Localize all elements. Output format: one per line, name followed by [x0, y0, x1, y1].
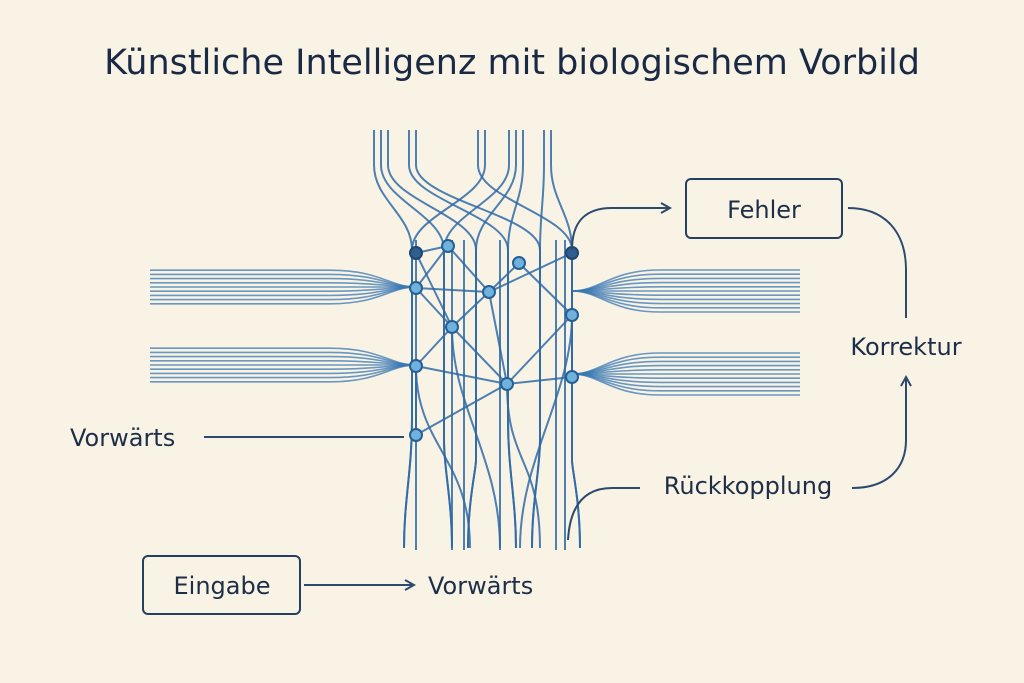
- fehler-label: Fehler: [727, 196, 801, 224]
- neuron-node: [409, 428, 423, 442]
- lattice-connection: [415, 365, 508, 385]
- korrektur-label: Korrektur: [850, 333, 961, 361]
- lattice-connection: [506, 376, 573, 385]
- neuron-node: [441, 239, 455, 253]
- neural-network-bundle: [150, 130, 800, 550]
- lattice-connection: [506, 383, 541, 549]
- neuron-node: [409, 281, 423, 295]
- lattice-connection: [451, 326, 508, 385]
- lattice-connection: [488, 291, 508, 385]
- vorwaerts-left-label: Vorwärts: [70, 424, 175, 452]
- vertical-fiber: [507, 130, 524, 549]
- crossing-connections: [415, 245, 573, 549]
- lattice-connection: [415, 252, 453, 328]
- vertical-fiber: [415, 130, 541, 549]
- vorwaerts-bottom-label: Vorwärts: [428, 572, 533, 600]
- horizontal-fiber-right: [571, 373, 800, 396]
- fehler-group: Fehler: [571, 178, 843, 251]
- lattice-connection: [447, 245, 490, 293]
- neuron-node: [482, 285, 496, 299]
- lattice-connection: [415, 383, 508, 436]
- lattice-connection: [519, 314, 573, 549]
- neuron-node: [409, 359, 423, 373]
- lattice-connection: [488, 252, 573, 293]
- horizontal-fiber-left: [150, 286, 417, 305]
- neuron-node: [565, 308, 579, 322]
- rueckkopplung-connector: [567, 487, 640, 541]
- lattice-connection: [506, 314, 573, 385]
- fehler-korrektur-connector: [847, 207, 907, 318]
- lattice-connection: [451, 326, 501, 549]
- rueckkopplung-label: Rückkopplung: [664, 472, 832, 500]
- neuron-node: [500, 377, 514, 391]
- eingabe-box: [142, 555, 301, 615]
- horizontal-fibers: [150, 269, 800, 396]
- neuron-nodes: [409, 239, 579, 442]
- lattice-connection: [415, 365, 471, 549]
- neuron-node: [409, 246, 423, 260]
- eingabe-label: Eingabe: [174, 572, 271, 600]
- neuron-node: [565, 370, 579, 384]
- vertical-fiber: [467, 130, 517, 549]
- horizontal-fiber-right: [571, 290, 800, 313]
- lattice-connection: [415, 287, 490, 293]
- lattice-connection: [518, 262, 573, 316]
- arrow-to-fehler: [571, 208, 670, 251]
- diagram-title: Künstliche Intelligenz mit biologischem …: [104, 43, 920, 83]
- neuron-node: [512, 256, 526, 270]
- eingabe-group: Eingabe: [142, 555, 414, 615]
- horizontal-fiber-left: [150, 364, 417, 383]
- arrow-to-korrektur: [851, 377, 906, 489]
- vertical-fiber: [531, 130, 545, 549]
- lattice-connection: [415, 287, 453, 328]
- neuron-node: [445, 320, 459, 334]
- lattice-connection: [451, 291, 490, 328]
- lattice-connection: [415, 326, 453, 367]
- lattice-connection: [415, 245, 449, 289]
- fehler-box: [685, 178, 843, 239]
